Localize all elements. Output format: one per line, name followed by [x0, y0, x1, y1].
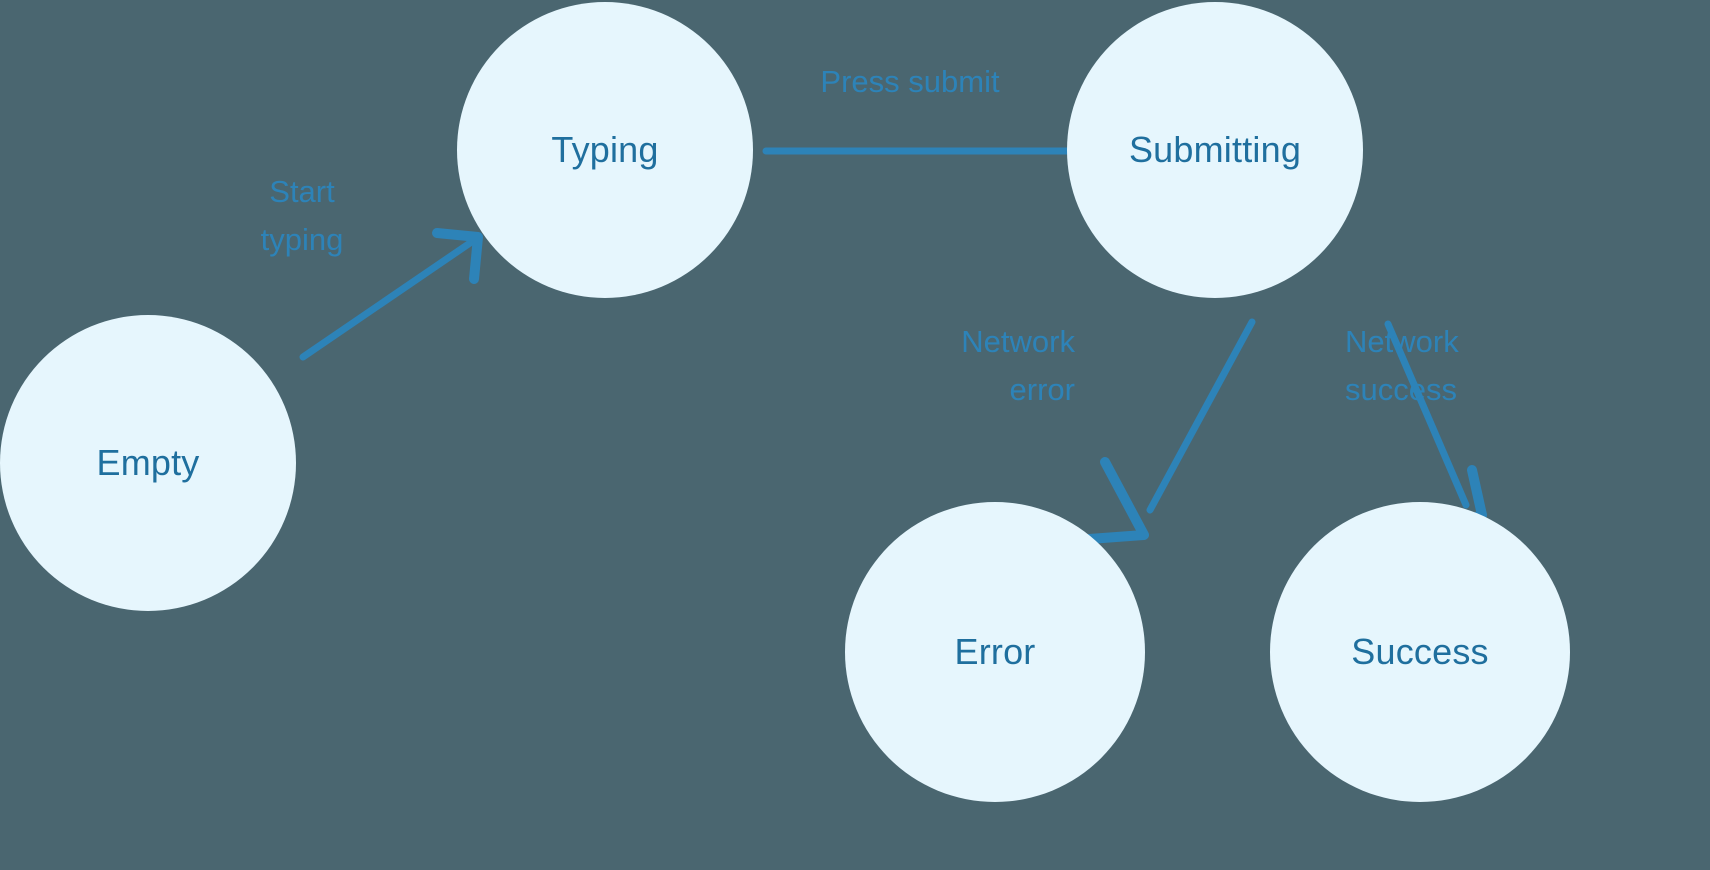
edge-submitting-to-error [1084, 318, 1256, 544]
node-submitting[interactable]: Submitting [1067, 2, 1363, 298]
node-typing[interactable]: Typing [457, 2, 753, 298]
edge-label-press-submit: Press submit [820, 64, 1000, 99]
edge-label-network-error: Network error [961, 324, 1075, 408]
node-error[interactable]: Error [845, 502, 1145, 802]
node-success[interactable]: Success [1270, 502, 1570, 802]
node-error-label: Error [954, 631, 1036, 672]
node-empty-label: Empty [96, 442, 200, 483]
node-submitting-label: Submitting [1128, 129, 1302, 170]
edge-label-network-success: Network success [1345, 324, 1459, 408]
node-empty[interactable]: Empty [0, 315, 296, 611]
edge-label-start-typing: Start typing [260, 174, 344, 258]
node-typing-label: Typing [551, 129, 659, 170]
node-success-label: Success [1351, 631, 1489, 672]
